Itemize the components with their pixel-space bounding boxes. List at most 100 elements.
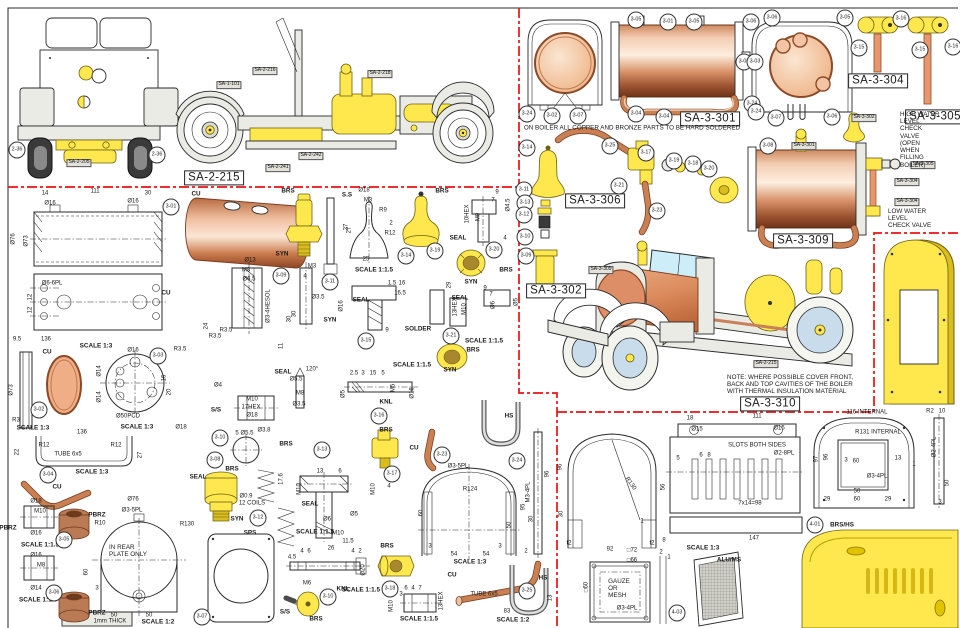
dimension-label: M10 xyxy=(246,396,258,403)
part-balloon: 3-05 xyxy=(55,531,73,549)
dimension-label: Ø3-5PL xyxy=(121,507,143,514)
dimension-label: R3.5 xyxy=(208,333,222,340)
dimension-label: 2.5 xyxy=(349,370,359,377)
dimension-label: 6 xyxy=(338,468,342,475)
scale-label: SCALE 1:1.5 xyxy=(341,586,381,594)
stud-drawings xyxy=(299,197,338,330)
part-balloon: 3-16 xyxy=(944,38,960,56)
dimension-label: R124 xyxy=(462,486,478,493)
dimension-label: 60 xyxy=(852,458,860,465)
dimension-label: 9.5 xyxy=(12,336,22,343)
note-text: ON BOILER ALL COPPER AND BRONZE PARTS TO… xyxy=(523,124,741,132)
dimension-label: M8 xyxy=(36,562,46,569)
dimension-label: 17.6 xyxy=(278,473,285,485)
part-tag: SA-3-309 xyxy=(588,266,614,274)
part-balloon: 3-07 xyxy=(193,608,211,626)
material-label: S/S xyxy=(210,406,222,414)
part-balloon: 3-04 xyxy=(39,466,57,484)
material-label: CU xyxy=(409,444,419,452)
wagon-isometric-view xyxy=(547,240,854,391)
part-tag: SA-2-216 xyxy=(252,67,278,75)
dimension-label: Ø3-4HESOL xyxy=(265,289,272,323)
material-label: SEAL xyxy=(352,296,370,304)
material-label: BRS xyxy=(379,426,393,434)
dimension-label: M3-4PL xyxy=(525,481,532,503)
part-balloon: 3-03 xyxy=(746,53,764,71)
part-balloon: 3-15 xyxy=(850,39,868,57)
material-label: BRS xyxy=(435,187,449,195)
dimension-label: Ø16 xyxy=(338,300,345,312)
dimension-label: 9 xyxy=(483,285,487,292)
part-balloon: 3-01 xyxy=(659,13,677,31)
tee-union-drawing xyxy=(296,472,352,542)
material-label: SYN xyxy=(464,278,478,286)
dimension-label: 1 xyxy=(667,554,671,561)
dimension-label: Ø0.9 xyxy=(239,493,253,500)
chimney-arch-drawing xyxy=(418,464,520,560)
assembly-label: SA-3-305 xyxy=(905,109,960,125)
dimension-label: 6 xyxy=(404,585,408,592)
copper-tube-short-3d xyxy=(424,428,437,472)
dimension-label: Ø76 xyxy=(127,496,139,503)
material-label: CU xyxy=(161,289,171,297)
boiler-shell-drawing xyxy=(30,204,166,267)
frame-plate-drawing xyxy=(813,417,915,509)
dimension-label: 9 xyxy=(495,189,499,196)
part-balloon: 2-36 xyxy=(148,146,166,164)
part-tag: SA-3-305 xyxy=(910,161,936,169)
scale-label: SCALE 1:1.5 xyxy=(354,266,394,274)
dimension-label: 30 xyxy=(144,190,152,197)
dimension-label: 2 xyxy=(659,549,663,556)
part-balloon: 3-07 xyxy=(767,109,785,127)
dimension-label: 27 xyxy=(137,451,144,459)
dimension-label: 16 xyxy=(161,374,168,382)
part-tag: SA-2-205 xyxy=(66,159,92,167)
part-balloon: 3-11 xyxy=(515,181,533,199)
material-label: PBRZ xyxy=(88,511,106,519)
dimension-label: R130 xyxy=(179,521,195,528)
dimension-label: R12 xyxy=(38,442,50,449)
material-label: SEAL xyxy=(274,368,292,376)
firebox-plate-part xyxy=(883,239,955,405)
dimension-label: Ø3-5PL xyxy=(447,463,469,470)
dimension-label: 27 xyxy=(343,223,350,231)
dimension-label: 29 xyxy=(446,281,453,289)
dimension-label: 6 xyxy=(307,548,311,555)
dimension-label: 5 xyxy=(676,455,680,462)
dimension-label: 50 xyxy=(110,612,118,619)
dimension-label: Ø5 xyxy=(340,389,347,399)
part-tag: SA-2-241 xyxy=(265,164,291,172)
front-plate-drawing xyxy=(207,533,275,623)
assembly-label: SA-2-215 xyxy=(184,170,244,186)
dimension-label: R10 xyxy=(94,520,106,527)
material-label: PBRZ xyxy=(88,609,106,617)
dimension-label: Ø13 xyxy=(244,257,256,264)
material-label: SEAL xyxy=(451,294,469,302)
part-balloon: 3-17 xyxy=(637,144,655,162)
assembly-label: SA-3-304 xyxy=(848,73,908,89)
part-balloon: 3-06 xyxy=(742,13,760,31)
part-balloon: 3-03 xyxy=(149,347,167,365)
wagon-front-view xyxy=(17,17,179,179)
dimension-label: Ø16 xyxy=(44,200,56,207)
dimension-label: R12 xyxy=(384,230,396,237)
springs xyxy=(256,469,296,547)
bell-profile-drawing xyxy=(349,196,389,264)
dimension-label: 60 xyxy=(853,496,861,503)
dimension-label: 4 xyxy=(300,548,304,555)
dimension-label: t2 xyxy=(649,540,655,547)
part-balloon: 3-19 xyxy=(426,242,444,260)
dimension-label: 11.5 xyxy=(342,538,354,545)
dimension-label: 50 xyxy=(145,612,153,619)
dimension-label: 4 xyxy=(411,585,415,592)
material-label: CU xyxy=(42,348,52,356)
rod-drawing xyxy=(533,428,543,558)
dimension-label: M8 xyxy=(241,267,251,274)
dimension-label: Ø73 xyxy=(23,235,30,247)
part-balloon: 3-16 xyxy=(370,407,388,425)
material-label: KNL xyxy=(336,585,350,593)
dimension-label: 13HEX xyxy=(452,297,459,317)
dimension-label: 15 xyxy=(369,370,377,377)
copper-disc-3d xyxy=(46,355,82,415)
brass-nut-3d-a xyxy=(456,249,486,277)
